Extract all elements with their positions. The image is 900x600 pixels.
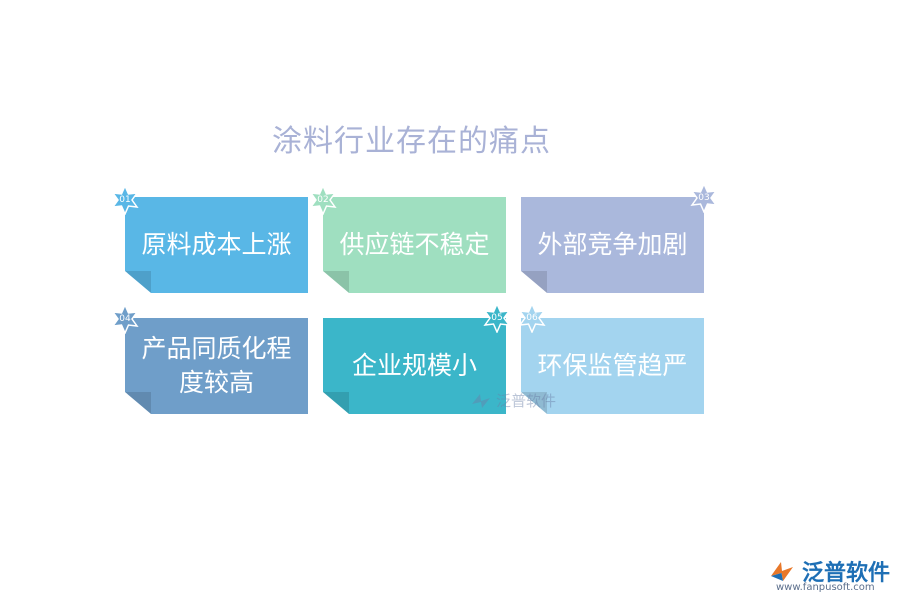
brand-logo-icon xyxy=(771,562,793,581)
badge-number: 02 xyxy=(317,195,329,205)
card-text: 产品同质化程度较高 xyxy=(141,334,292,397)
badge-number: 04 xyxy=(119,314,131,324)
brand-logo: 泛普软件 xyxy=(768,555,890,587)
pain-point-card-5: 企业规模小 xyxy=(323,318,506,414)
page-title: 涂料行业存在的痛点 xyxy=(272,124,551,159)
star-badge-icon xyxy=(111,304,139,334)
badge-number: 03 xyxy=(698,193,710,203)
star-badge-icon xyxy=(690,183,718,213)
watermark-text: 泛普软件 xyxy=(496,392,557,410)
brand-name: 泛普软件 xyxy=(802,561,891,586)
badge-number: 06 xyxy=(526,313,538,323)
card-text: 企业规模小 xyxy=(351,351,477,380)
star-badge-icon xyxy=(483,303,511,333)
pain-point-card-2: 供应链不稳定 xyxy=(323,197,506,293)
star-badge-icon xyxy=(518,303,546,333)
pain-point-card-6: 环保监管趋严 xyxy=(521,318,704,414)
card-text: 外部竞争加剧 xyxy=(537,230,688,259)
badge-number: 01 xyxy=(119,195,131,205)
watermark: 泛普软件 xyxy=(470,390,556,411)
card-text: 原料成本上涨 xyxy=(141,230,292,259)
number-badge-4: 04 xyxy=(110,304,140,334)
pain-point-card-1: 原料成本上涨 xyxy=(125,197,308,293)
pain-point-card-3: 外部竞争加剧 xyxy=(521,197,704,293)
watermark-logo-icon xyxy=(472,393,490,408)
badge-number: 05 xyxy=(491,313,503,323)
number-badge-3: 03 xyxy=(689,183,719,213)
card-text: 环保监管趋严 xyxy=(537,351,688,380)
number-badge-2: 02 xyxy=(308,185,338,215)
star-badge-icon xyxy=(309,185,337,215)
number-badge-5: 05 xyxy=(482,303,512,333)
number-badge-6: 06 xyxy=(517,303,547,333)
number-badge-1: 01 xyxy=(110,185,140,215)
card-text: 供应链不稳定 xyxy=(339,230,490,259)
star-badge-icon xyxy=(111,185,139,215)
pain-point-card-4: 产品同质化程度较高 xyxy=(125,318,308,414)
brand-url: www.fanpusoft.com xyxy=(776,582,875,593)
